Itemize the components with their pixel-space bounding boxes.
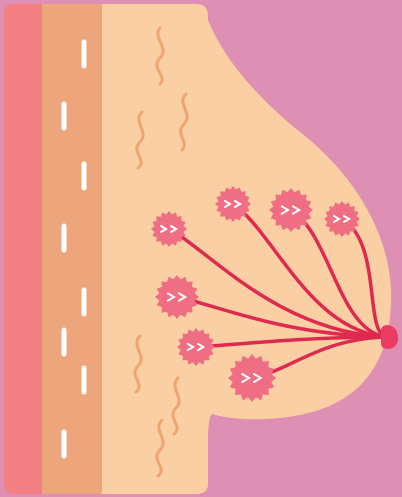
lobule [215,186,251,222]
skin-middle-band [42,4,102,494]
lobule-body [215,186,251,222]
lobule [151,211,187,247]
lobule-body [269,188,313,232]
lobule [228,354,276,402]
lobule [324,201,360,237]
lobule [177,328,215,366]
lobule [155,275,199,319]
lobule-body [177,328,215,366]
lobule-body [155,275,199,319]
lobule-body [228,354,276,402]
skin-outer-band [4,4,44,494]
lobule-body [151,211,187,247]
lobule-body [324,201,360,237]
lobule [269,188,313,232]
